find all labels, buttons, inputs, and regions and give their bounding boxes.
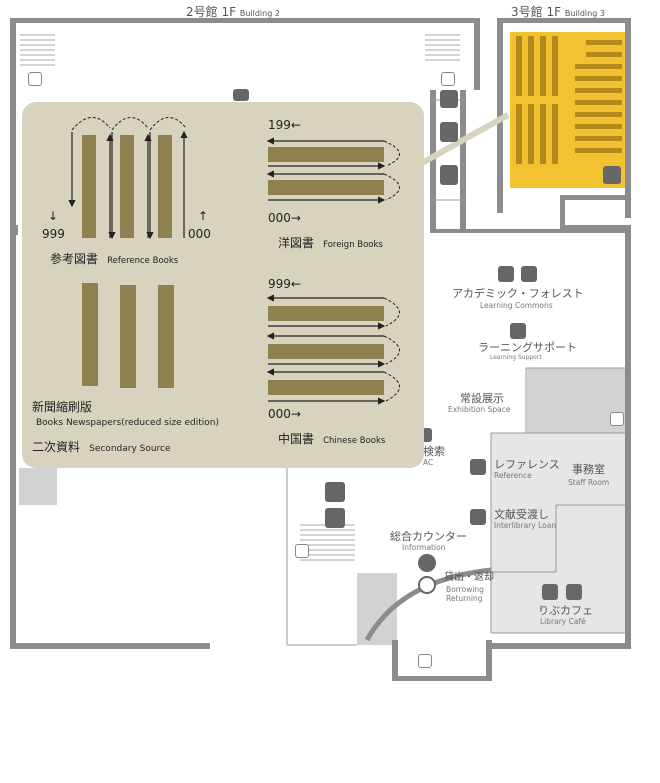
chinese-books-label-en: Chinese Books bbox=[323, 436, 386, 446]
newspapers-label: 新聞縮刷版 bbox=[32, 400, 93, 414]
returning-label-en: Returning bbox=[446, 594, 483, 603]
foreign-shelf bbox=[268, 147, 384, 162]
information-label-en: Information bbox=[402, 543, 446, 552]
office-area-floor bbox=[491, 433, 626, 633]
reference-shelf bbox=[120, 135, 134, 238]
information-label: 総合カウンター bbox=[390, 530, 467, 543]
opac-label-en: AC bbox=[423, 458, 434, 467]
ref-start-arrow: ↓ bbox=[48, 209, 59, 223]
chinese-books-label: 中国書 bbox=[278, 432, 315, 446]
chinese-books-title: 中国書 Chinese Books bbox=[278, 430, 385, 446]
exhibition-area-floor bbox=[527, 368, 626, 433]
building2-label-en: Building 2 bbox=[239, 9, 280, 18]
reference-shelf bbox=[158, 135, 172, 238]
newspaper-shelf bbox=[82, 283, 98, 386]
help-bubble-icon bbox=[510, 323, 526, 339]
question-icon bbox=[418, 554, 436, 572]
chinese-shelf bbox=[268, 380, 384, 395]
building3-label-en: Building 3 bbox=[564, 9, 605, 18]
ill-label-en: Interlibrary Loan bbox=[494, 521, 557, 530]
secondary-label: 二次資料 bbox=[32, 440, 81, 454]
foreign-start-marker: 000→ bbox=[268, 211, 301, 225]
emergency-exit-icon bbox=[28, 72, 42, 86]
chinese-end-marker: 999← bbox=[268, 277, 301, 291]
camera-icon bbox=[233, 89, 249, 101]
return-icon bbox=[418, 576, 436, 594]
restroom-icon bbox=[325, 482, 345, 502]
callout-shelf-diagram bbox=[68, 117, 400, 405]
reference-books-title: 参考図書 Reference Books bbox=[50, 250, 178, 266]
people-icon bbox=[521, 266, 537, 282]
newspaper-shelf bbox=[158, 285, 174, 388]
elevator-icon bbox=[325, 508, 345, 528]
newspapers-label-en: Books Newspapers(reduced size edition) bbox=[36, 418, 219, 428]
chinese-shelf bbox=[268, 344, 384, 359]
restroom-icon bbox=[440, 165, 458, 185]
reference-books-label: 参考図書 bbox=[50, 252, 99, 266]
learning-commons-label-en: Learning Commons bbox=[480, 301, 553, 310]
search-icon bbox=[422, 428, 432, 442]
reference-shelf bbox=[82, 135, 96, 238]
opac-label: 検索 bbox=[423, 445, 445, 458]
emergency-exit-icon bbox=[610, 412, 624, 426]
ill-label: 文献受渡し bbox=[494, 508, 549, 521]
emergency-exit-icon bbox=[295, 544, 309, 558]
exhibition-label-en: Exhibition Space bbox=[448, 405, 511, 414]
chinese-shelf bbox=[268, 306, 384, 321]
ref-end-number: 000 bbox=[188, 227, 211, 241]
reference-label-en: Reference bbox=[494, 471, 532, 480]
reference-icon bbox=[470, 459, 486, 475]
staff-room-label: 事務室 bbox=[572, 463, 605, 476]
foreign-shelf bbox=[268, 180, 384, 195]
computer-icon bbox=[498, 266, 514, 282]
cafe-label-en: Library Café bbox=[540, 617, 586, 626]
drink-icon bbox=[566, 584, 582, 600]
gray-block bbox=[19, 468, 57, 505]
elevator-icon bbox=[603, 166, 621, 184]
exhibition-label: 常設展示 bbox=[460, 392, 504, 405]
cafe-label: りぶカフェ bbox=[538, 604, 593, 617]
ref-start-number: 999 bbox=[42, 227, 65, 241]
foreign-books-label-en: Foreign Books bbox=[323, 240, 383, 250]
information-counter bbox=[364, 567, 492, 642]
emergency-exit-icon bbox=[441, 72, 455, 86]
foreign-end-marker: 199← bbox=[268, 118, 301, 132]
ref-end-arrow: ↑ bbox=[198, 209, 209, 223]
elevator-icon bbox=[440, 90, 458, 108]
reference-books-label-en: Reference Books bbox=[107, 256, 179, 266]
emergency-exit-icon bbox=[418, 654, 432, 668]
building2-label: 2号館 1F bbox=[186, 5, 236, 19]
book-exchange-icon bbox=[470, 509, 486, 525]
secondary-label-en: Secondary Source bbox=[89, 444, 171, 454]
secondary-source-title: 二次資料 Secondary Source bbox=[32, 438, 171, 454]
borrowing-label: 貸出・返却 bbox=[444, 572, 494, 583]
staff-room-label-en: Staff Room bbox=[568, 478, 610, 487]
learning-support-label: ラーニングサポート bbox=[478, 341, 577, 354]
learning-commons-label: アカデミック・フォレスト bbox=[452, 287, 584, 300]
reference-label: レファレンス bbox=[494, 458, 560, 471]
coffee-icon bbox=[542, 584, 558, 600]
building3-title: 3号館 1F Building 3 bbox=[511, 6, 605, 18]
foreign-books-title: 洋図書 Foreign Books bbox=[278, 234, 383, 250]
person-icon bbox=[440, 122, 458, 142]
learning-support-label-en: Learning Support bbox=[490, 354, 542, 361]
chinese-start-marker: 000→ bbox=[268, 407, 301, 421]
callout-panel: ↓ 999 ↑ 000 参考図書 Reference Books 199← 00… bbox=[22, 102, 424, 468]
borrowing-label-en: Borrowing bbox=[446, 585, 484, 594]
newspaper-shelf bbox=[120, 285, 136, 388]
building2-title: 2号館 1F Building 2 bbox=[186, 6, 280, 18]
foreign-books-label: 洋図書 bbox=[278, 236, 315, 250]
building3-label: 3号館 1F bbox=[511, 5, 561, 19]
